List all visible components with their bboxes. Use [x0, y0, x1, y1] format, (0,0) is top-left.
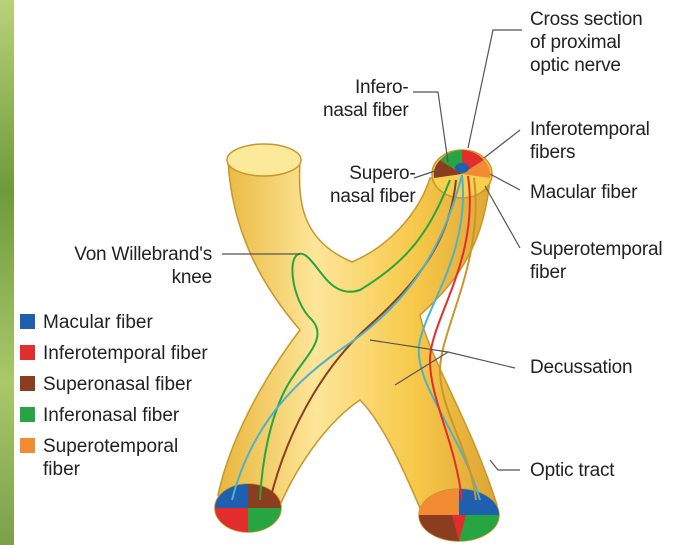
legend: Macular fiber Inferotemporal fiber Super…	[20, 311, 208, 489]
decussation-label: Decussation	[530, 356, 632, 379]
optic-tract-label: Optic tract	[530, 459, 614, 482]
inferonasal-label: Infero- nasal fiber	[323, 76, 408, 122]
legend-swatch	[20, 438, 35, 453]
legend-label: Inferotemporal fiber	[43, 342, 208, 365]
legend-label: Superotemporal fiber	[43, 435, 203, 481]
legend-swatch	[20, 376, 35, 391]
legend-swatch	[20, 345, 35, 360]
legend-item-inferotemporal: Inferotemporal fiber	[20, 342, 208, 373]
superonasal-label: Supero- nasal fiber	[330, 162, 415, 208]
von-willebrand-label: Von Willebrand's knee	[44, 243, 212, 289]
legend-item-macular: Macular fiber	[20, 311, 208, 342]
legend-label: Superonasal fiber	[43, 373, 192, 396]
legend-item-superonasal: Superonasal fiber	[20, 373, 208, 404]
left-optic-nerve-end	[227, 144, 301, 176]
legend-item-inferonasal: Inferonasal fiber	[20, 404, 208, 435]
superotemporal-label: Superotemporal fiber	[530, 238, 662, 284]
cross-section-label: Cross section of proximal optic nerve	[530, 8, 643, 77]
legend-item-superotemporal: Superotemporal fiber	[20, 435, 208, 489]
legend-label: Macular fiber	[43, 311, 153, 334]
macular-label: Macular fiber	[530, 181, 637, 204]
left-optic-tract-cross-section	[215, 484, 281, 532]
legend-swatch	[20, 407, 35, 422]
inferotemporal-label: Inferotemporal fibers	[530, 118, 650, 164]
right-optic-tract-cross-section	[419, 489, 499, 541]
legend-swatch	[20, 314, 35, 329]
legend-label: Inferonasal fiber	[43, 404, 179, 427]
